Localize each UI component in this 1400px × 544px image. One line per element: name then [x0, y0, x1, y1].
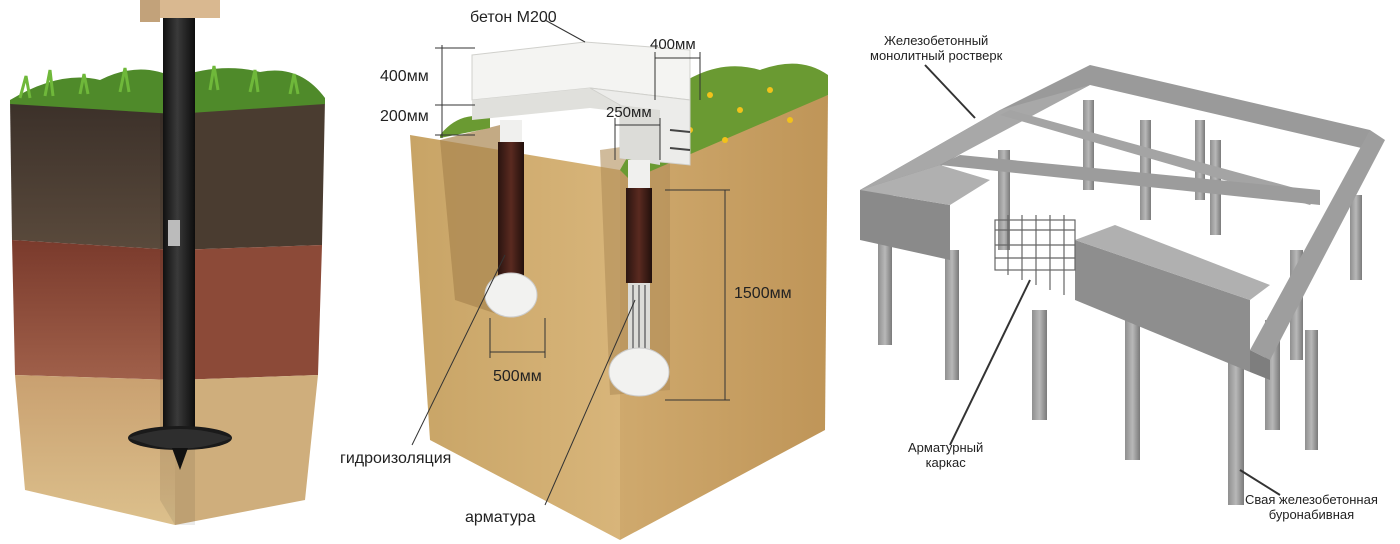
dimension-lines [411, 19, 730, 506]
right-pile [608, 160, 670, 397]
rebar-cage-label: Арматурный каркас [908, 440, 983, 470]
pile-grillage-illustration [860, 64, 1385, 505]
pile-grillage-panel: Железобетонный монолитный ростверк Армат… [850, 0, 1400, 544]
pile-label-line1: Свая железобетонная [1245, 492, 1378, 507]
soil-block [410, 95, 828, 540]
concrete-grade-label: бетон М200 [470, 9, 557, 26]
grillage-label-line2: монолитный ростверк [870, 48, 1003, 63]
grillage-label-line1: Железобетонный [883, 33, 989, 48]
screw-pile-illustration [10, 0, 325, 525]
grillage-beam [471, 41, 691, 166]
pile-diameter-label: 250мм [606, 104, 652, 121]
rebar-cage [994, 215, 1076, 295]
screw-pile-panel [0, 0, 330, 544]
leader-lines [924, 64, 1281, 496]
rebar-cage-label-line1: Арматурный [908, 440, 984, 455]
grillage-width-label: 400мм [650, 36, 696, 53]
grillage-frame [860, 65, 1385, 380]
rebar-cage-label-line2: каркас [925, 455, 966, 470]
bored-pile-panel: бетон М200 400мм 400мм 200мм 250мм 1500м… [330, 0, 850, 544]
grillage-label: Железобетонный монолитный ростверк [870, 33, 1002, 63]
pile-label: Свая железобетонная буронабивная [1245, 492, 1378, 522]
pile-depth-label: 1500мм [734, 285, 792, 302]
bored-pile-illustration [410, 19, 828, 540]
left-pile [484, 120, 538, 318]
screw-pile-helix [128, 426, 232, 470]
pile-label-line2: буронабивная [1268, 507, 1355, 522]
wooden-post [150, 0, 220, 18]
waterproofing-label: гидроизоляция [340, 450, 452, 467]
base-diameter-label: 500мм [493, 368, 542, 385]
rebar-label: арматура [465, 509, 536, 526]
height-above-ground-label: 200мм [380, 108, 429, 125]
grillage-height-label: 400мм [380, 68, 429, 85]
